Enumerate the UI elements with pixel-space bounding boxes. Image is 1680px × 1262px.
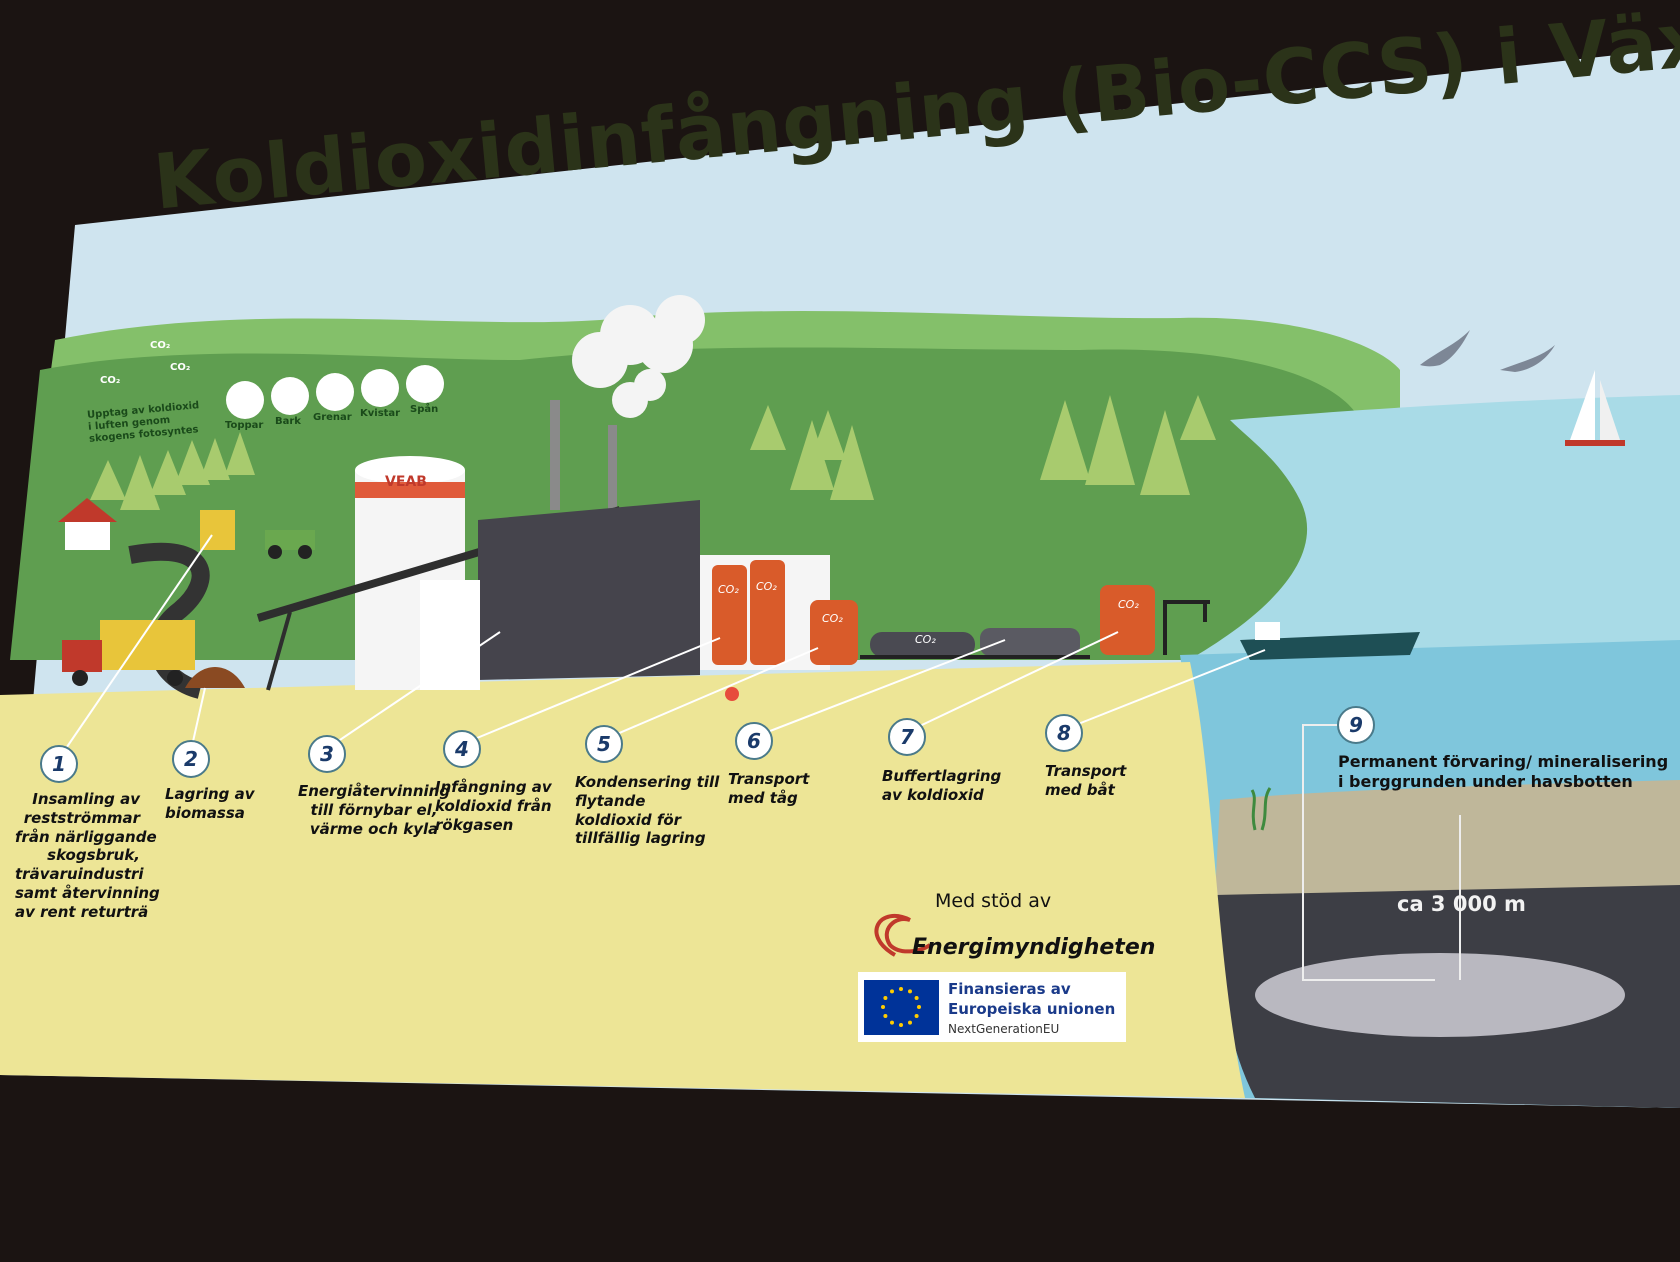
step-number-8: 8 (1045, 714, 1083, 752)
co2-tank-label-2: CO₂ (756, 580, 777, 593)
agency-name: Energimyndigheten (912, 935, 1156, 960)
eu-line-3: NextGenerationEU (948, 1022, 1060, 1036)
eu-star (881, 1005, 885, 1009)
eu-star (899, 987, 903, 991)
co2-symbol-forest-2: CO₂ (100, 375, 121, 386)
depth-label: ca 3 000 m (1397, 892, 1526, 916)
step-number-2: 2 (172, 740, 210, 778)
step-label-7: Buffertlagring av koldioxid (882, 767, 1002, 804)
biomass-icons (226, 365, 444, 419)
laser-pointer-dot (725, 687, 739, 701)
eu-star (908, 1020, 912, 1025)
eu-star (899, 1023, 903, 1027)
co2-tank-label-4: CO₂ (1118, 598, 1139, 611)
eu-star (883, 996, 888, 1000)
co2-symbol-forest-3: CO₂ (170, 362, 191, 373)
biomass-label-bark: Bark (275, 416, 301, 427)
step-label-9: Permanent förvaring/ mineralisering i be… (1338, 752, 1669, 791)
step-number-4: 4 (443, 730, 481, 768)
step-number-7: 7 (888, 718, 926, 756)
eu-star (883, 1014, 888, 1018)
eu-star (914, 1014, 919, 1018)
biomass-pile (185, 667, 245, 688)
sailboat (1565, 370, 1625, 446)
forest-left (90, 432, 255, 510)
leader-lines (57, 534, 1266, 761)
power-plant (478, 500, 700, 680)
smoke-clouds (572, 295, 705, 418)
depth-markers (1302, 724, 1461, 981)
eu-line-2: Europeiska unionen (948, 1000, 1116, 1018)
forest-right (1040, 395, 1216, 495)
eu-star (890, 989, 894, 994)
eu-stars (881, 987, 921, 1027)
harbor-crane (1163, 600, 1210, 655)
co2-ship (1240, 622, 1420, 660)
co2-tank-label-1: CO₂ (718, 583, 739, 596)
wood-truck (62, 620, 195, 686)
veab-logo-text: VEAB (385, 474, 427, 490)
step-number-9: 9 (1337, 706, 1375, 744)
step-number-6: 6 (735, 722, 773, 760)
seabed-sand (1215, 780, 1680, 900)
co2-tanks (712, 560, 1155, 665)
co2-tank-label-3: CO₂ (822, 612, 843, 625)
biomass-label-kvistar: Kvistar (360, 408, 401, 419)
step-number-1: 1 (40, 745, 78, 783)
storage-reservoir (1255, 953, 1625, 1037)
step-label-8: Transport med båt (1045, 762, 1127, 799)
co2-train-label: CO₂ (915, 633, 936, 646)
eu-star (914, 996, 919, 1000)
biomass-label-grenar: Grenar (313, 412, 352, 423)
seaweed (1250, 787, 1272, 831)
house (58, 498, 117, 550)
step-label-5: Kondensering till flytande koldioxid för… (575, 773, 720, 848)
energimyndigheten-logo (874, 913, 932, 957)
birds (1420, 330, 1555, 372)
road (128, 542, 210, 699)
co2-symbol-forest: CO₂ (150, 340, 171, 351)
eu-line-1: Finansieras av (948, 980, 1071, 998)
step-label-2: Lagring av biomassa (165, 785, 255, 822)
eu-star (917, 1005, 921, 1009)
step-label-6: Transport med tåg (728, 770, 810, 807)
step-number-5: 5 (585, 725, 623, 763)
forest-middle (750, 405, 874, 500)
sea-surface (1180, 395, 1680, 665)
forestry-machine (200, 510, 315, 559)
eu-star (908, 989, 912, 994)
chimney-1 (550, 400, 560, 510)
step-number-3: 3 (308, 735, 346, 773)
step-label-1: Insamling av restströmmar från närliggan… (15, 790, 160, 921)
biomass-label-toppar: Toppar (225, 420, 264, 431)
chimney-2 (608, 425, 617, 515)
support-heading: Med stöd av (935, 890, 1052, 912)
step-label-4: Infångning av koldioxid från rökgasen (435, 778, 552, 834)
biomass-label-span: Spån (410, 404, 439, 415)
eu-star (890, 1020, 894, 1025)
co2-train (860, 628, 1090, 659)
step-label-3: Energiåtervinning till förnybar el, värm… (298, 782, 451, 838)
